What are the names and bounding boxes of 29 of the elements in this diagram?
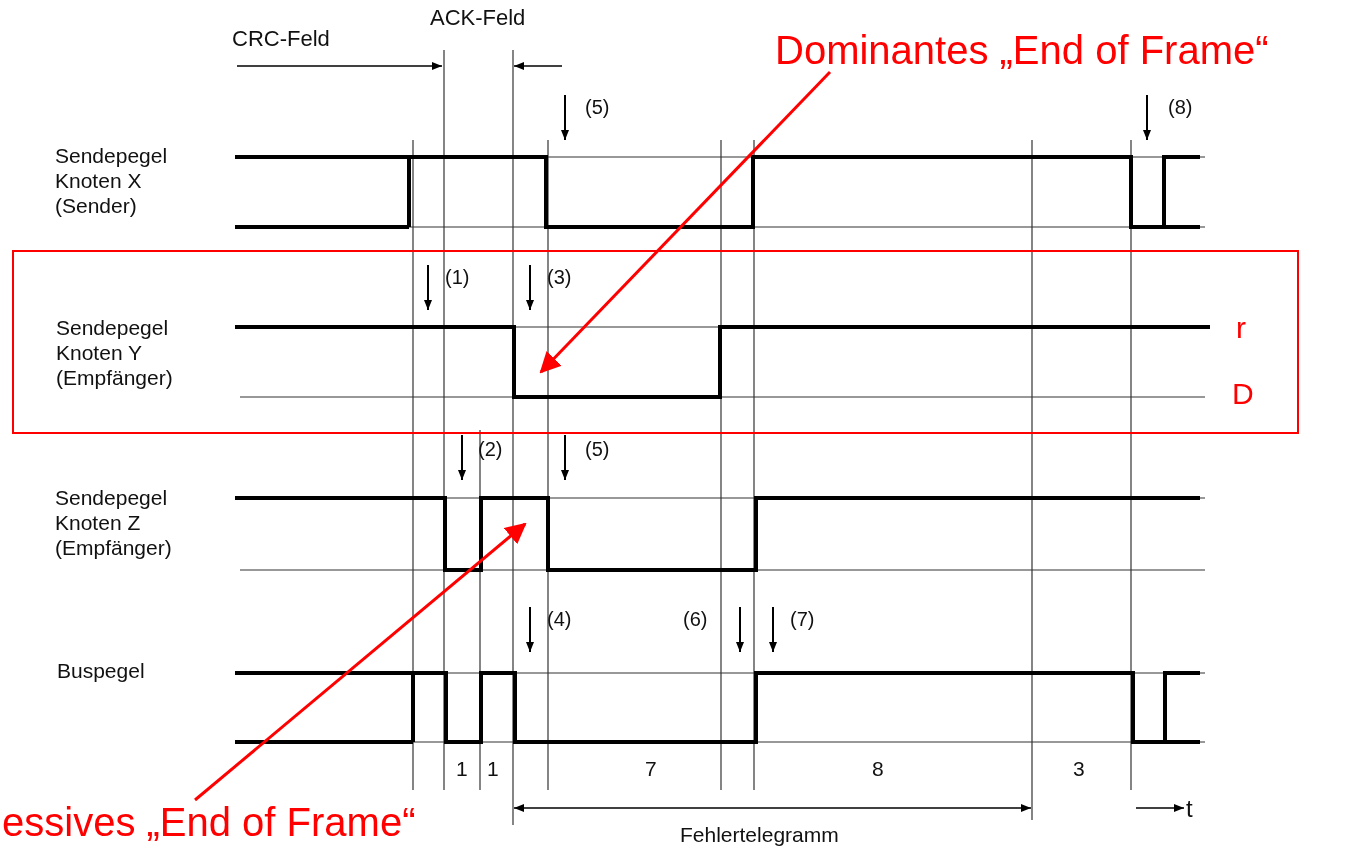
signal-name: Sendepegel Knoten X (Sender): [55, 143, 169, 219]
signal-name: Sendepegel Knoten Z (Empfänger): [55, 485, 173, 561]
field-label: ACK-Feld: [430, 5, 526, 32]
bit-count: 3: [1073, 756, 1085, 782]
bit-count: 1: [456, 756, 468, 782]
signal-name: Sendepegel Knoten Y (Empfänger): [56, 315, 174, 391]
event-number: (5): [585, 437, 610, 461]
event-number: (1): [445, 265, 470, 289]
event-number: (4): [547, 607, 572, 631]
event-number: (8): [1168, 95, 1193, 119]
event-number: (7): [790, 607, 815, 631]
event-number: (6): [683, 607, 708, 631]
annotation-text: Dominantes „End of Frame“: [775, 28, 1269, 72]
field-label: CRC-Feld: [232, 26, 330, 53]
event-number: (5): [585, 95, 610, 119]
event-number: (3): [547, 265, 572, 289]
level-letter: D: [1232, 376, 1254, 412]
bit-count: 8: [872, 756, 884, 782]
level-letter: r: [1236, 310, 1246, 346]
highlight-frame: [12, 250, 1299, 434]
signal-name: Buspegel: [57, 658, 145, 684]
leader-arrow: [539, 70, 832, 374]
leader-arrow: [194, 522, 527, 802]
annotation-text: essives „End of Frame“: [2, 800, 416, 844]
bit-count: 7: [645, 756, 657, 782]
dimension-label: Fehlertelegramm: [680, 822, 839, 848]
event-number: (2): [478, 437, 503, 461]
bit-count: 1: [487, 756, 499, 782]
time-axis-label: t: [1186, 795, 1193, 824]
